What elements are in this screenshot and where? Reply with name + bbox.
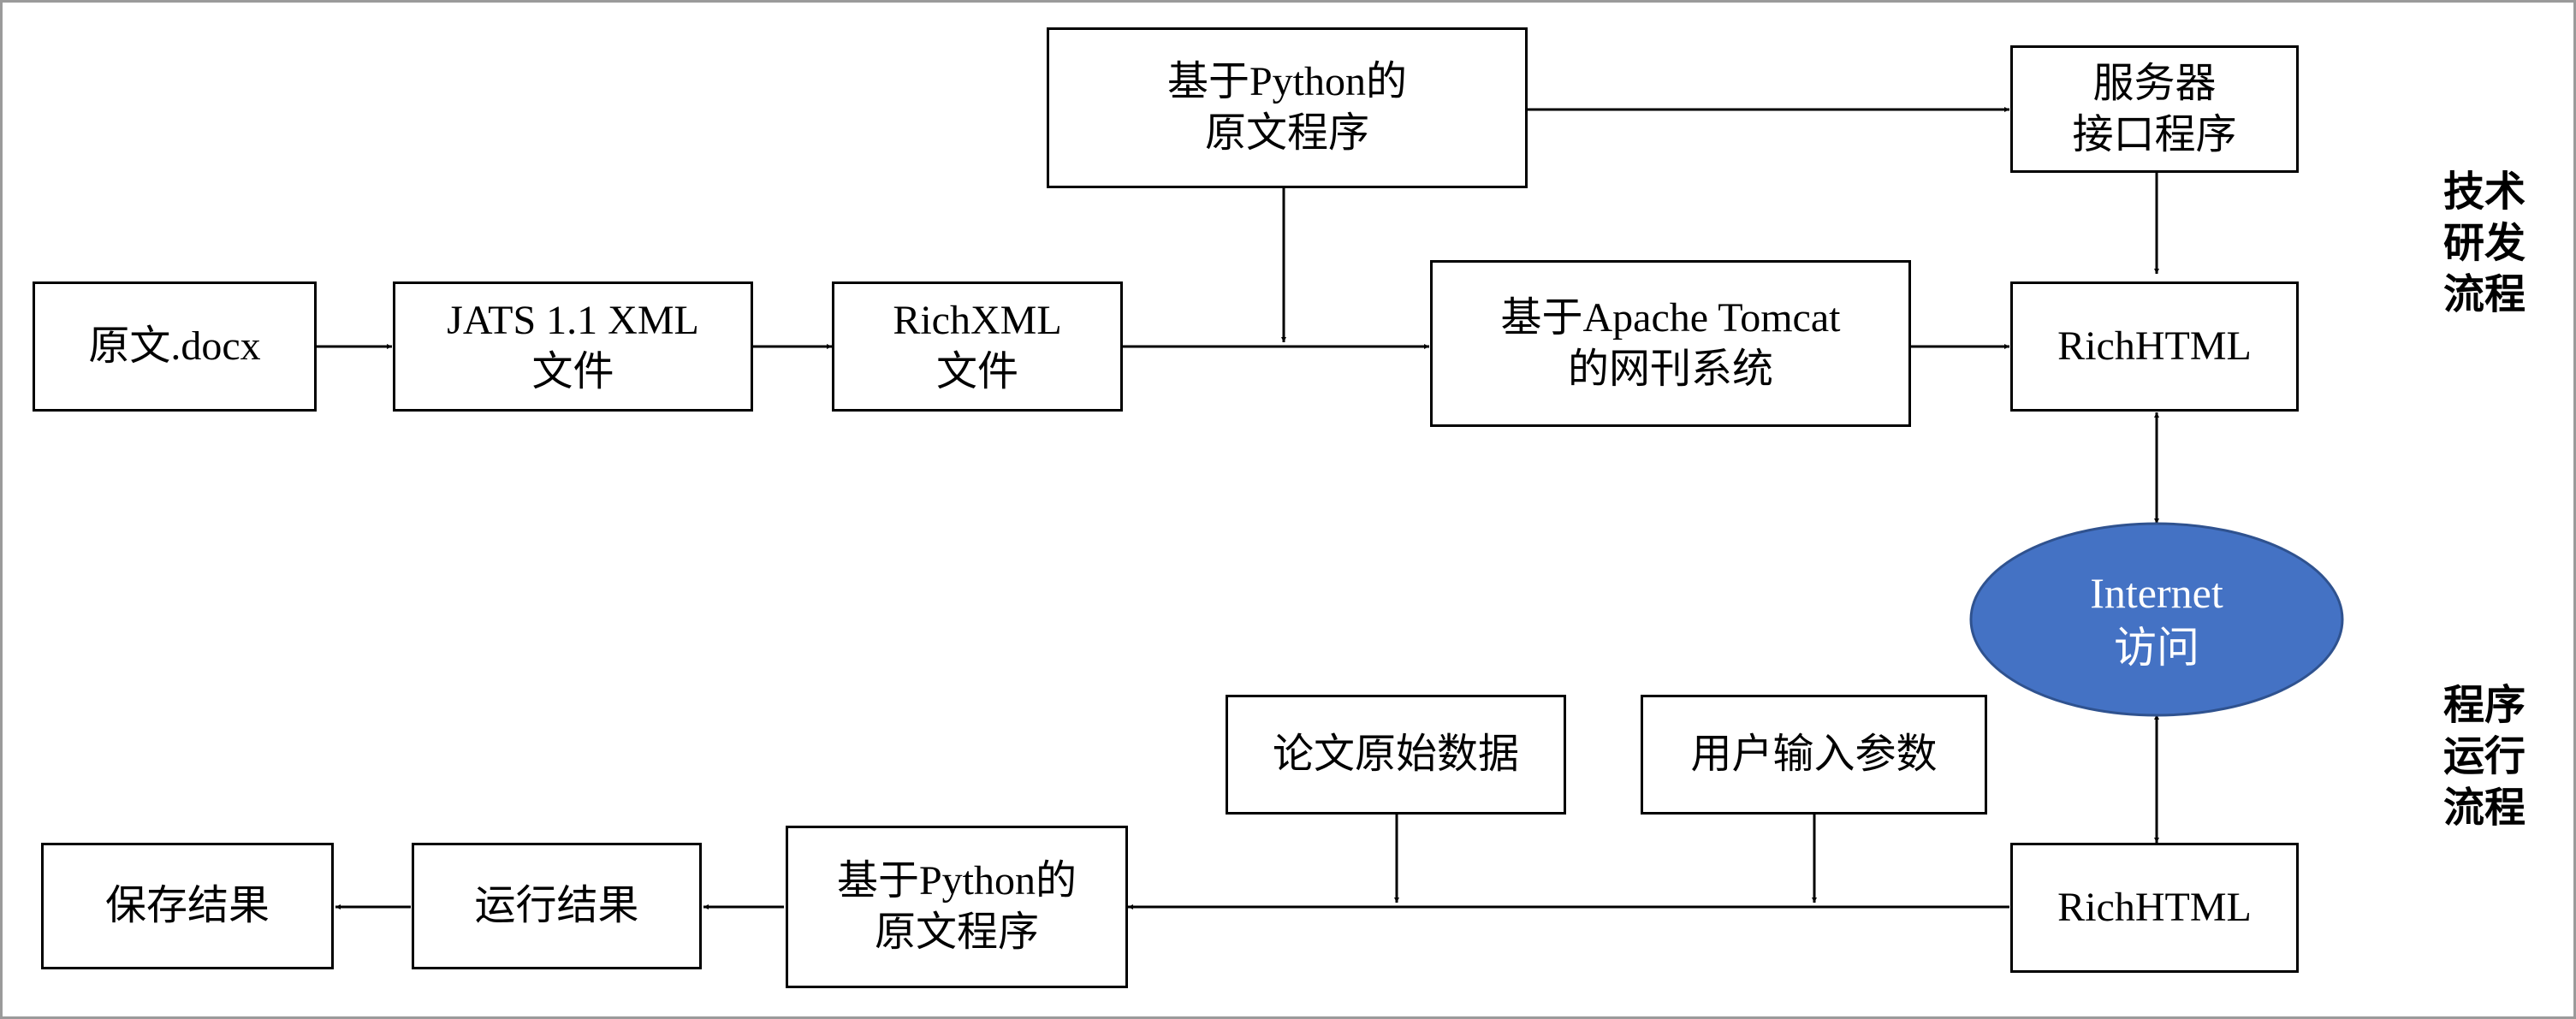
research-flow-label: 技术 研发 流程 [2442,169,2526,317]
internet-ellipse [1969,522,2344,717]
source-docx-node: 原文.docx [33,281,317,412]
richhtml-bottom-node: RichHTML [2010,843,2299,973]
richhtml-top-node: RichHTML [2010,281,2299,412]
tomcat-system-node: 基于Apache Tomcat 的网刊系统 [1430,260,1911,427]
jats-xml-node: JATS 1.1 XML 文件 [393,281,753,412]
python-program-bottom-node: 基于Python的 原文程序 [786,826,1128,988]
run-result-node: 运行结果 [412,843,702,969]
python-program-top-node: 基于Python的 原文程序 [1047,27,1528,188]
paper-raw-data-node: 论文原始数据 [1226,695,1566,815]
internet-access-label: Internet 访问 [2090,569,2223,672]
save-result-node: 保存结果 [41,843,334,969]
server-interface-node: 服务器 接口程序 [2010,45,2299,173]
runtime-flow-label: 程序 运行 流程 [2442,683,2526,831]
user-input-node: 用户输入参数 [1641,695,1987,815]
richxml-node: RichXML 文件 [832,281,1123,412]
